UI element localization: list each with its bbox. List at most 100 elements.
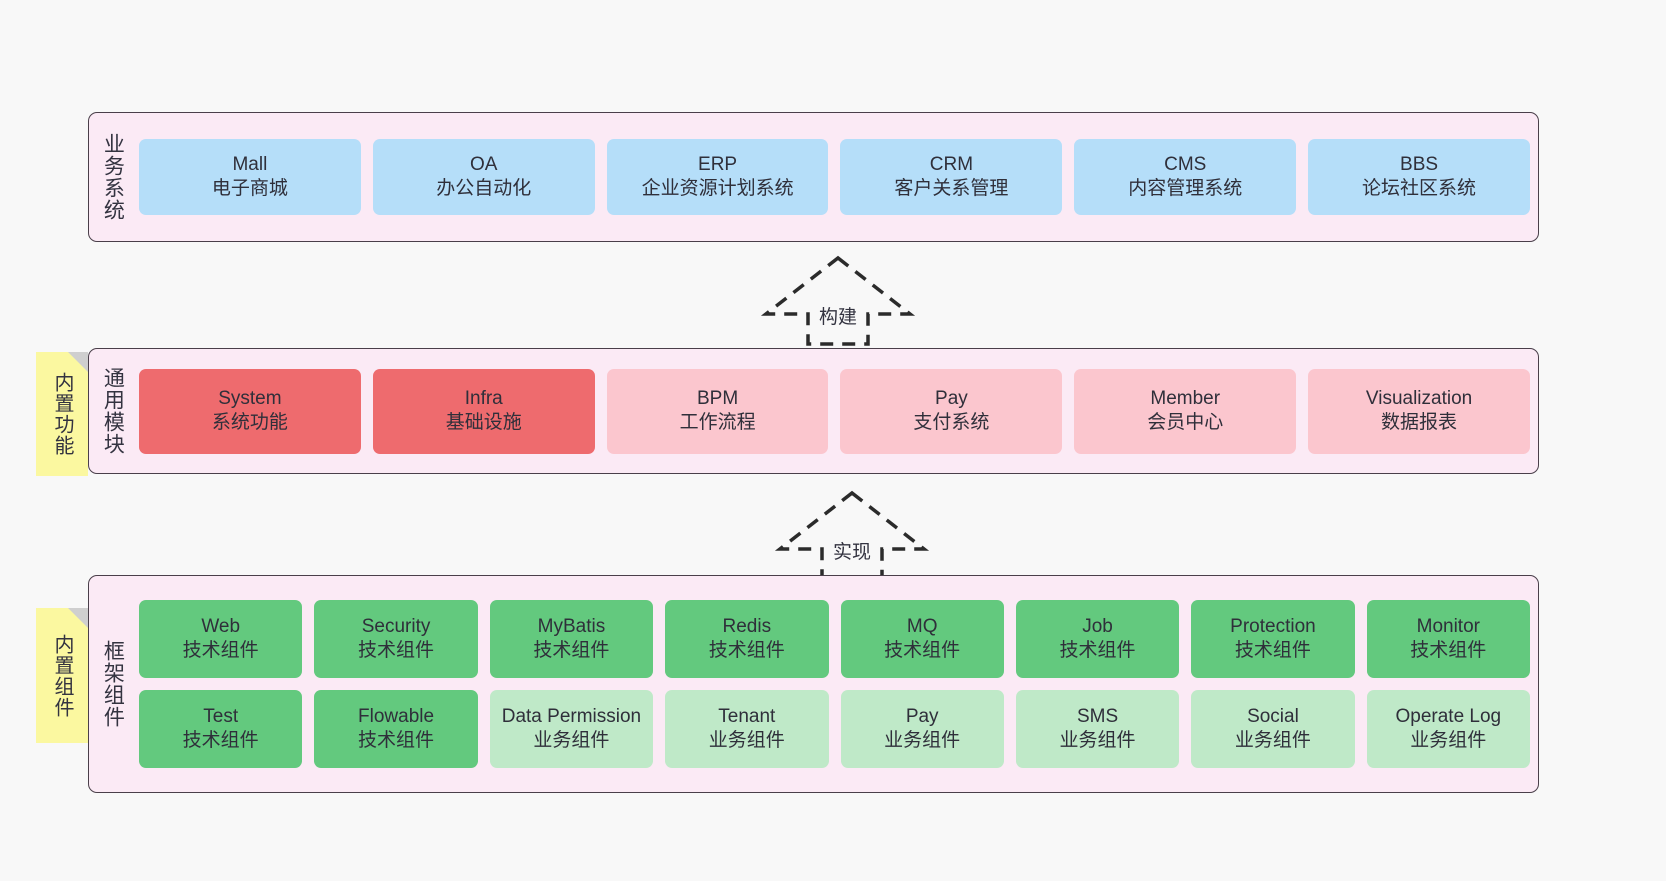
card-member[interactable]: Member 会员中心 [1074, 368, 1297, 454]
layer-framework-components: 框架组件 Web 技术组件 Security 技术组件 MyBatis 技术组件 [88, 575, 1539, 793]
card-subtitle: 系统功能 [211, 412, 288, 433]
card-cms[interactable]: CMS 内容管理系统 [1074, 139, 1297, 215]
card-title: Job [1082, 615, 1113, 637]
card-mybatis[interactable]: MyBatis 技术组件 [489, 600, 654, 678]
card-title: Mall [232, 153, 268, 175]
card-job[interactable]: Job 技术组件 [1015, 600, 1180, 678]
card-title: Operate Log [1395, 705, 1502, 727]
arrow-up-dashed-icon [774, 490, 930, 581]
layer-title-framework: 框架组件 [101, 640, 125, 728]
card-title: Protection [1230, 615, 1316, 637]
card-title: MQ [906, 615, 938, 637]
card-title: BBS [1400, 153, 1439, 175]
card-pay[interactable]: Pay 支付系统 [840, 368, 1063, 454]
card-title: Pay [935, 387, 968, 409]
card-test[interactable]: Test 技术组件 [139, 690, 303, 768]
card-subtitle: 客户关系管理 [894, 178, 1009, 199]
card-subtitle: 技术组件 [533, 640, 610, 661]
card-social[interactable]: Social 业务组件 [1191, 690, 1355, 768]
layer-title-business: 业务系统 [101, 133, 125, 221]
sticky-note-label: 内置功能 [51, 372, 73, 456]
card-redis[interactable]: Redis 技术组件 [665, 600, 829, 678]
folded-corner-icon [68, 352, 88, 372]
card-subtitle: 技术组件 [358, 730, 435, 751]
card-operate-log[interactable]: Operate Log 业务组件 [1366, 690, 1530, 768]
card-title: ERP [698, 153, 738, 175]
card-title: Data Permission [501, 705, 642, 727]
arrow-build: 构建 [758, 252, 918, 348]
card-subtitle: 会员中心 [1147, 412, 1224, 433]
card-infra[interactable]: Infra 基础设施 [372, 368, 595, 454]
card-subtitle: 支付系统 [913, 412, 990, 433]
folded-corner-icon [68, 608, 88, 628]
card-title: CRM [929, 153, 974, 175]
card-bpm[interactable]: BPM 工作流程 [606, 368, 829, 454]
card-row: Test 技术组件 Flowable 技术组件 Data Permission … [139, 690, 1530, 768]
card-title: MyBatis [537, 615, 606, 637]
card-pay-business[interactable]: Pay 业务组件 [840, 690, 1004, 768]
card-monitor[interactable]: Monitor 技术组件 [1366, 600, 1530, 678]
sticky-note-label: 内置组件 [51, 633, 73, 718]
card-subtitle: 业务组件 [1059, 730, 1136, 751]
card-bbs[interactable]: BBS 论坛社区系统 [1308, 139, 1530, 215]
card-system[interactable]: System 系统功能 [139, 368, 361, 454]
card-title: Flowable [358, 705, 435, 727]
card-subtitle: 工作流程 [679, 412, 756, 433]
card-title: Web [201, 615, 241, 637]
card-subtitle: 技术组件 [1059, 640, 1136, 661]
layer-body-framework: Web 技术组件 Security 技术组件 MyBatis 技术组件 Redi… [135, 576, 1538, 792]
card-erp[interactable]: ERP 企业资源计划系统 [606, 139, 829, 215]
card-subtitle: 业务组件 [533, 730, 610, 751]
card-title: BPM [696, 387, 739, 409]
card-row: Mall 电子商城 OA 办公自动化 ERP 企业资源计划系统 CRM 客户关系… [139, 139, 1530, 215]
card-web[interactable]: Web 技术组件 [139, 600, 303, 678]
layer-common-modules: 通用模块 System 系统功能 Infra 基础设施 BPM 工作流程 [88, 348, 1539, 474]
card-subtitle: 技术组件 [1410, 640, 1487, 661]
card-subtitle: 技术组件 [708, 640, 785, 661]
card-sms[interactable]: SMS 业务组件 [1015, 690, 1180, 768]
card-title: SMS [1076, 705, 1119, 727]
layer-body-business: Mall 电子商城 OA 办公自动化 ERP 企业资源计划系统 CRM 客户关系… [135, 113, 1538, 241]
card-subtitle: 办公自动化 [436, 178, 532, 199]
card-oa[interactable]: OA 办公自动化 [372, 139, 595, 215]
card-title: Monitor [1416, 615, 1480, 637]
card-title: System [218, 387, 282, 409]
sticky-note-builtin-functions: 内置功能 [36, 352, 88, 476]
card-subtitle: 企业资源计划系统 [641, 178, 794, 199]
card-subtitle: 业务组件 [1410, 730, 1487, 751]
card-visualization[interactable]: Visualization 数据报表 [1308, 368, 1530, 454]
card-title: Pay [905, 705, 939, 727]
card-title: Visualization [1365, 387, 1473, 409]
card-subtitle: 业务组件 [708, 730, 785, 751]
card-subtitle: 基础设施 [445, 412, 522, 433]
card-row: System 系统功能 Infra 基础设施 BPM 工作流程 Pay 支付系统 [139, 368, 1530, 454]
card-subtitle: 业务组件 [884, 730, 961, 751]
layer-business-systems: 业务系统 Mall 电子商城 OA 办公自动化 ERP 企业资源计划系统 [88, 112, 1539, 242]
arrow-up-dashed-icon [760, 255, 916, 346]
card-subtitle: 技术组件 [182, 640, 259, 661]
card-subtitle: 电子商城 [211, 178, 288, 199]
card-title: OA [470, 153, 498, 175]
card-subtitle: 内容管理系统 [1128, 178, 1243, 199]
card-title: Redis [722, 615, 772, 637]
card-data-permission[interactable]: Data Permission 业务组件 [489, 690, 654, 768]
card-title: Tenant [718, 705, 776, 727]
layer-title-modules: 通用模块 [101, 367, 125, 455]
card-title: Infra [464, 387, 503, 409]
card-subtitle: 业务组件 [1234, 730, 1311, 751]
card-crm[interactable]: CRM 客户关系管理 [840, 139, 1063, 215]
card-title: Test [203, 705, 239, 727]
sticky-note-builtin-components: 内置组件 [36, 608, 88, 743]
card-protection[interactable]: Protection 技术组件 [1191, 600, 1355, 678]
card-subtitle: 论坛社区系统 [1362, 178, 1477, 199]
layer-body-modules: System 系统功能 Infra 基础设施 BPM 工作流程 Pay 支付系统 [135, 349, 1538, 473]
card-subtitle: 技术组件 [884, 640, 961, 661]
card-mall[interactable]: Mall 电子商城 [139, 139, 361, 215]
card-mq[interactable]: MQ 技术组件 [840, 600, 1004, 678]
card-title: Security [361, 615, 431, 637]
card-security[interactable]: Security 技术组件 [314, 600, 478, 678]
card-flowable[interactable]: Flowable 技术组件 [314, 690, 478, 768]
card-title: Social [1247, 705, 1299, 727]
card-tenant[interactable]: Tenant 业务组件 [665, 690, 829, 768]
